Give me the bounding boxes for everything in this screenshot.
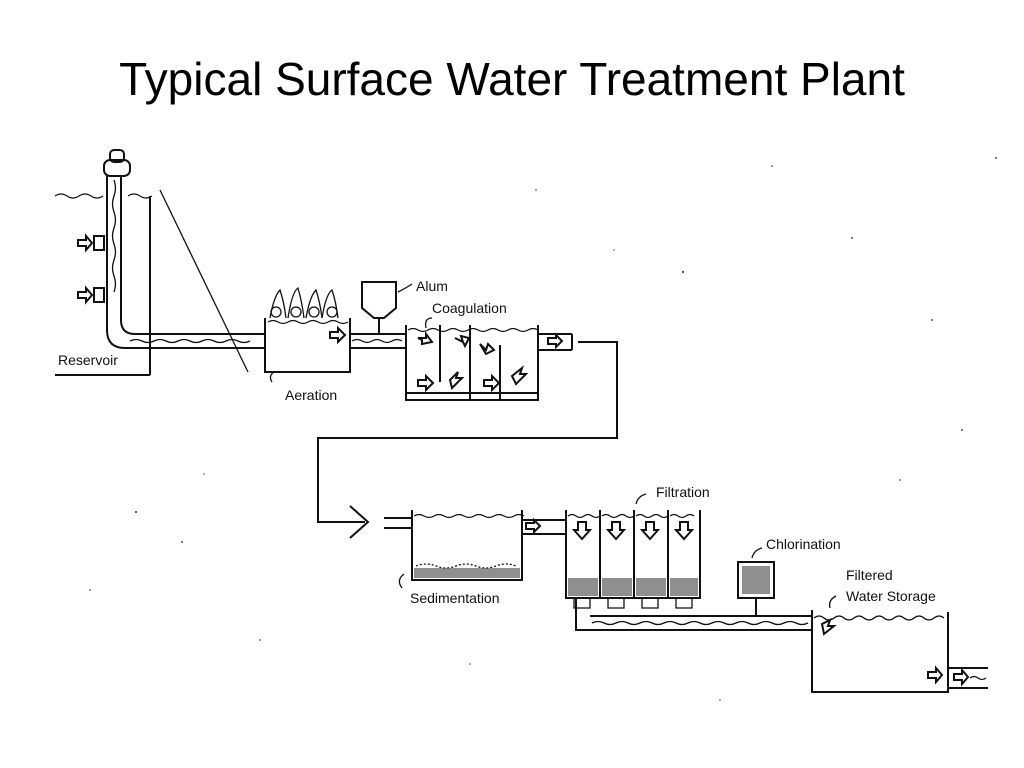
sedimentation-label: Sedimentation xyxy=(410,590,500,606)
scan-speckles xyxy=(89,157,997,701)
alum-label: Alum xyxy=(416,278,448,294)
alum-feeder: Alum xyxy=(361,278,448,334)
aeration-label: Aeration xyxy=(285,387,337,403)
chlorination-label: Chlorination xyxy=(766,536,841,552)
reservoir-label: Reservoir xyxy=(58,352,118,368)
chlorinator: Chlorination xyxy=(737,536,841,616)
coagulation-basin: Coagulation xyxy=(405,300,539,401)
pipe-coagulation-to-sedimentation xyxy=(317,332,618,539)
aeration-basin: Aeration xyxy=(264,286,351,403)
coagulation-label: Coagulation xyxy=(432,300,507,316)
reservoir-intake: Reservoir xyxy=(54,149,265,376)
pipe-aeration-to-coagulation xyxy=(350,333,406,349)
filtration-beds: Filtration xyxy=(565,484,812,631)
filtered-storage-label-line1: Filtered xyxy=(846,567,893,583)
page-title: Typical Surface Water Treatment Plant xyxy=(119,53,905,105)
sedimentation-basin: Sedimentation xyxy=(398,510,525,606)
intake-gate-upper xyxy=(77,233,105,253)
pipe-sedimentation-to-filtration xyxy=(522,517,566,535)
intake-gate-lower xyxy=(77,285,105,305)
filtered-storage-label-line2: Water Storage xyxy=(846,588,936,604)
filtered-water-storage: Filtered Water Storage xyxy=(811,567,988,693)
filtration-label: Filtration xyxy=(656,484,710,500)
